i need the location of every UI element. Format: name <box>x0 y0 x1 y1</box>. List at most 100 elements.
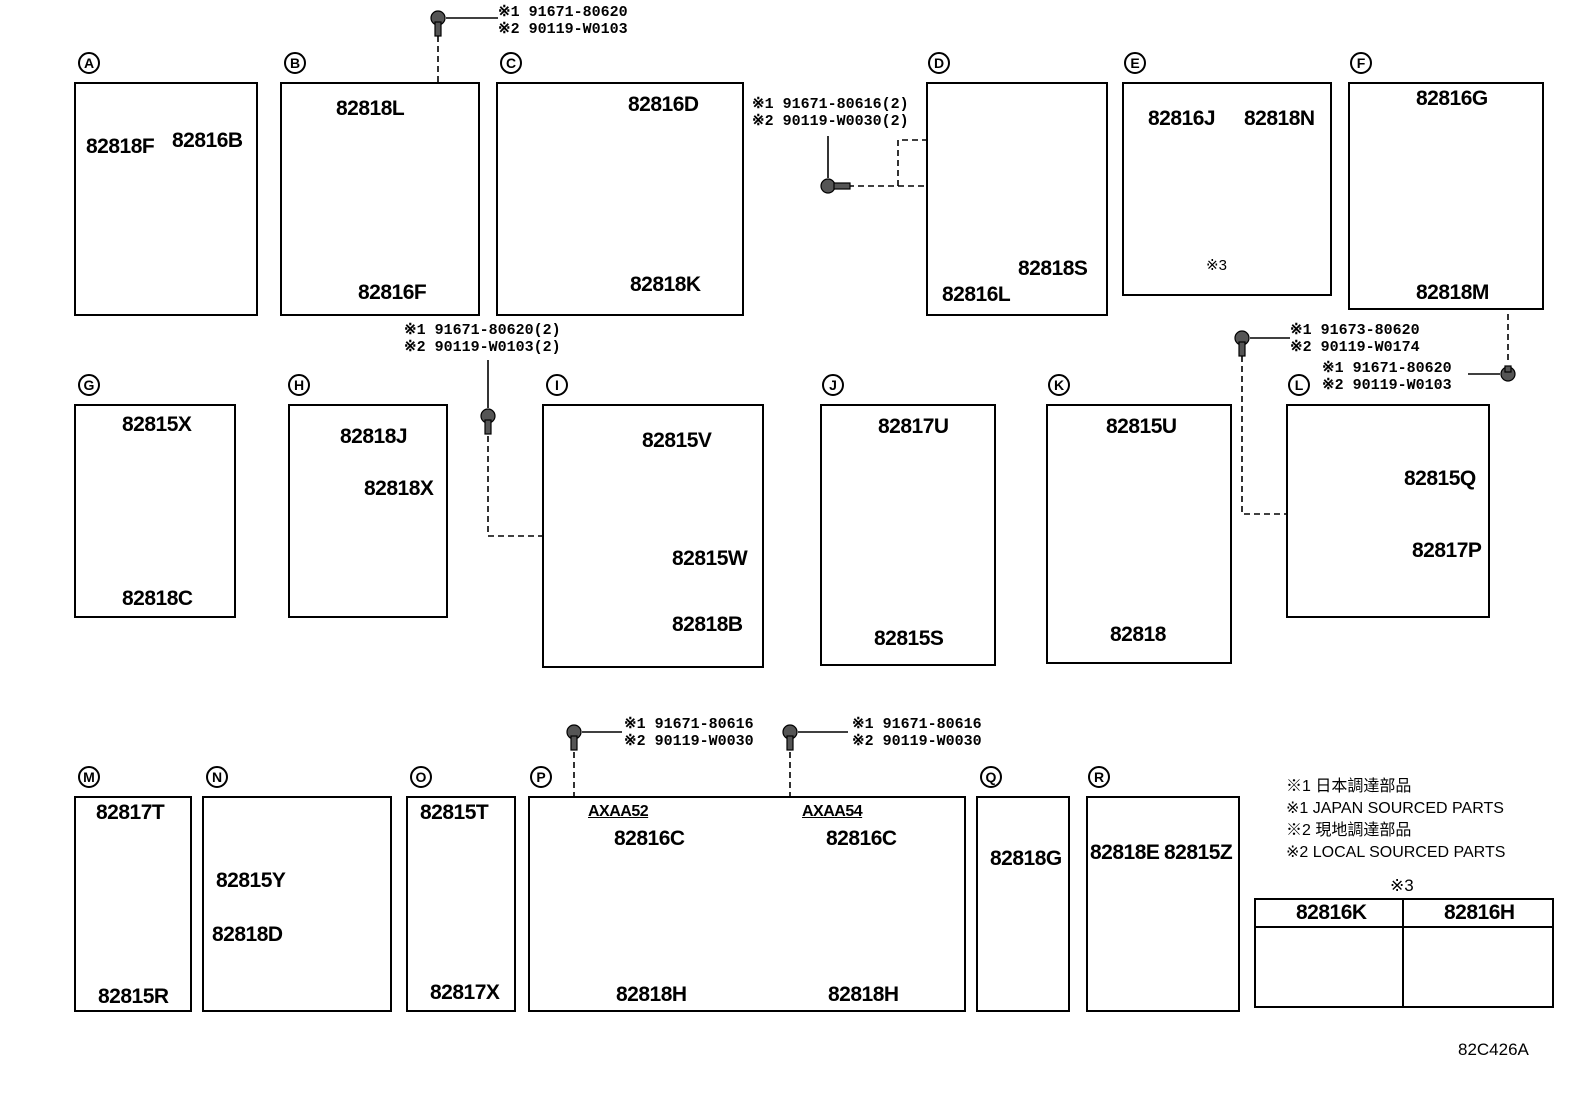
panel-M <box>74 796 192 1012</box>
fastener-b-line1: ※1 91671-80620 <box>498 4 628 21</box>
part-label-82818S[interactable]: 82818S <box>1018 257 1088 280</box>
panel-F <box>1348 82 1544 310</box>
part-label-82816H[interactable]: 82816H <box>1444 901 1515 924</box>
fastener-b[interactable]: ※1 91671-80620 ※2 90119-W0103 <box>498 4 628 38</box>
part-label-82816K[interactable]: 82816K <box>1296 901 1367 924</box>
fastener-l1[interactable]: ※1 91673-80620 ※2 90119-W0174 <box>1290 322 1420 356</box>
panel-I <box>542 404 764 668</box>
fastener-p1[interactable]: ※1 91671-80616 ※2 90119-W0030 <box>624 716 754 750</box>
note3-title: ※3 <box>1390 876 1414 895</box>
legend-line-4: ※2 LOCAL SOURCED PARTS <box>1286 844 1506 861</box>
part-label-82818K[interactable]: 82818K <box>630 273 701 296</box>
part-label-82818X[interactable]: 82818X <box>364 477 434 500</box>
panel-C <box>496 82 744 316</box>
part-label-82816C-right[interactable]: 82816C <box>826 827 897 850</box>
part-label-82817P[interactable]: 82817P <box>1412 539 1482 562</box>
note3-divider-h <box>1254 926 1554 928</box>
panel-letter-I: I <box>546 374 568 396</box>
part-label-82818G[interactable]: 82818G <box>990 847 1062 870</box>
panel-Q <box>976 796 1070 1012</box>
panel-letter-G: G <box>78 374 100 396</box>
fastener-d-line1: ※1 91671-80616(2) <box>752 96 909 113</box>
part-label-82816C-left[interactable]: 82816C <box>614 827 685 850</box>
fastener-p2[interactable]: ※1 91671-80616 ※2 90119-W0030 <box>852 716 982 750</box>
part-label-82815W[interactable]: 82815W <box>672 547 748 570</box>
part-label-82818[interactable]: 82818 <box>1110 623 1166 646</box>
legend-line-3: ※2 現地調達部品 <box>1286 822 1412 839</box>
note3-box <box>1254 898 1554 1008</box>
part-label-82818J[interactable]: 82818J <box>340 425 408 448</box>
panel-R <box>1086 796 1240 1012</box>
part-label-82815R[interactable]: 82815R <box>98 985 169 1008</box>
bolt-d-drawing <box>820 136 851 194</box>
part-label-82815V[interactable]: 82815V <box>642 429 712 452</box>
part-label-82815Y[interactable]: 82815Y <box>216 869 286 892</box>
part-label-82818N[interactable]: 82818N <box>1244 107 1315 130</box>
diagram-code: 82C426A <box>1458 1040 1529 1059</box>
panel-letter-M: M <box>78 766 100 788</box>
panel-letter-O: O <box>410 766 432 788</box>
part-label-82815Z[interactable]: 82815Z <box>1164 841 1233 864</box>
fastener-d[interactable]: ※1 91671-80616(2) ※2 90119-W0030(2) <box>752 96 909 130</box>
part-label-82818H-left[interactable]: 82818H <box>616 983 687 1006</box>
part-label-82818D[interactable]: 82818D <box>212 923 283 946</box>
panel-H <box>288 404 448 618</box>
part-label-82815U[interactable]: 82815U <box>1106 415 1177 438</box>
part-label-82818H-right[interactable]: 82818H <box>828 983 899 1006</box>
panel-E <box>1122 82 1332 296</box>
part-label-82816G[interactable]: 82816G <box>1416 87 1488 110</box>
panel-B <box>280 82 480 316</box>
part-label-82816L[interactable]: 82816L <box>942 283 1011 306</box>
part-label-82818F[interactable]: 82818F <box>86 135 155 158</box>
part-label-82815X[interactable]: 82815X <box>122 413 192 436</box>
fastener-p2-line1: ※1 91671-80616 <box>852 716 982 733</box>
panel-letter-H: H <box>288 374 310 396</box>
note3-ref-label: ※3 <box>1206 257 1227 274</box>
panel-K <box>1046 404 1232 664</box>
fastener-l2[interactable]: ※1 91671-80620 ※2 90119-W0103 <box>1322 360 1452 394</box>
bolt-l2-drawing <box>1468 365 1516 382</box>
fastener-i-line1: ※1 91671-80620(2) <box>404 322 561 339</box>
panel-letter-L: L <box>1288 374 1310 396</box>
part-label-82818B[interactable]: 82818B <box>672 613 743 636</box>
panel-letter-D: D <box>928 52 950 74</box>
fastener-i[interactable]: ※1 91671-80620(2) ※2 90119-W0103(2) <box>404 322 561 356</box>
panel-letter-B: B <box>284 52 306 74</box>
part-label-82815Q[interactable]: 82815Q <box>1404 467 1476 490</box>
fastener-p1-line1: ※1 91671-80616 <box>624 716 754 733</box>
part-label-82818E[interactable]: 82818E <box>1090 841 1160 864</box>
legend-line-1: ※1 日本調達部品 <box>1286 778 1412 795</box>
legend: ※1 日本調達部品 ※1 JAPAN SOURCED PARTS ※2 現地調達… <box>1286 776 1505 864</box>
panel-letter-R: R <box>1088 766 1110 788</box>
part-label-82815S[interactable]: 82815S <box>874 627 944 650</box>
panel-N <box>202 796 392 1012</box>
fastener-l1-line1: ※1 91673-80620 <box>1290 322 1420 339</box>
fastener-p1-line2: ※2 90119-W0030 <box>624 733 754 750</box>
part-label-82818M[interactable]: 82818M <box>1416 281 1489 304</box>
part-label-82817X[interactable]: 82817X <box>430 981 500 1004</box>
legend-line-2: ※1 JAPAN SOURCED PARTS <box>1286 800 1504 817</box>
part-label-82817T[interactable]: 82817T <box>96 801 165 824</box>
part-label-82815T[interactable]: 82815T <box>420 801 489 824</box>
part-label-82816B[interactable]: 82816B <box>172 129 243 152</box>
panel-letter-A: A <box>78 52 100 74</box>
note3-divider-v <box>1402 898 1404 1008</box>
fastener-l2-line2: ※2 90119-W0103 <box>1322 377 1452 394</box>
panel-letter-P: P <box>530 766 552 788</box>
panel-D <box>926 82 1108 316</box>
variant-label-axaa54: AXAA54 <box>802 803 863 820</box>
part-label-82816F[interactable]: 82816F <box>358 281 427 304</box>
panel-letter-J: J <box>822 374 844 396</box>
panel-J <box>820 404 996 666</box>
panel-G <box>74 404 236 618</box>
part-label-82818C[interactable]: 82818C <box>122 587 193 610</box>
panel-letter-K: K <box>1048 374 1070 396</box>
fastener-i-line2: ※2 90119-W0103(2) <box>404 339 561 356</box>
part-label-82816J[interactable]: 82816J <box>1148 107 1216 130</box>
panel-P <box>528 796 966 1012</box>
part-label-82817U[interactable]: 82817U <box>878 415 949 438</box>
panel-letter-E: E <box>1124 52 1146 74</box>
panel-letter-F: F <box>1350 52 1372 74</box>
part-label-82816D[interactable]: 82816D <box>628 93 699 116</box>
part-label-82818L[interactable]: 82818L <box>336 97 405 120</box>
